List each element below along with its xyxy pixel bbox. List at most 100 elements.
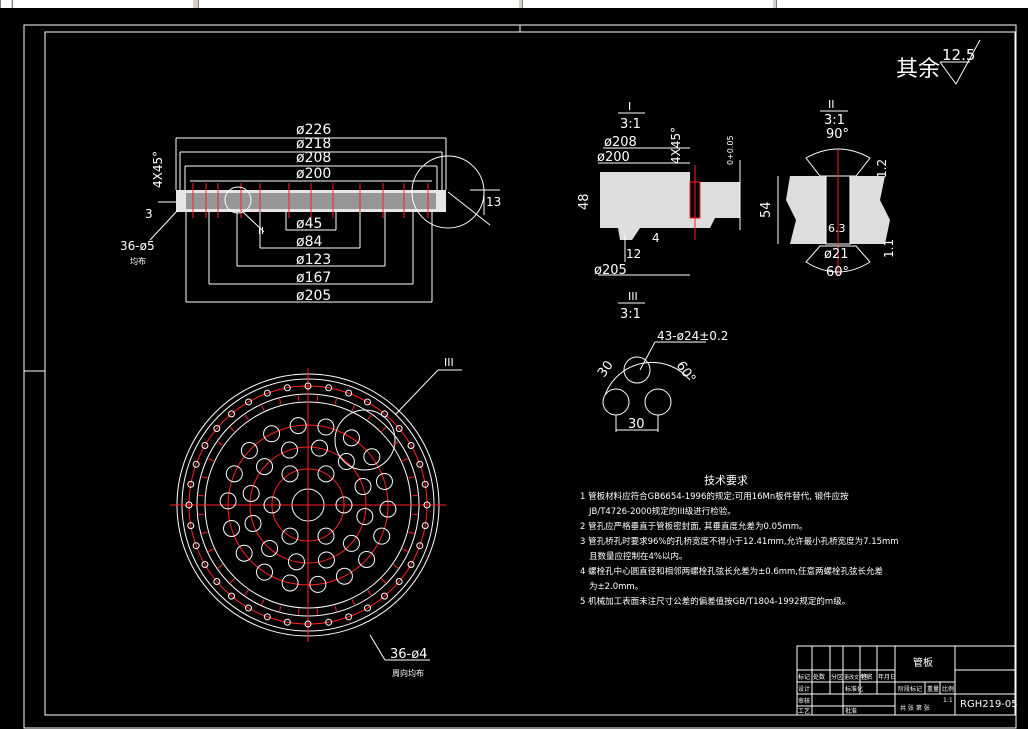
- tech-line-2: JB/T4726-2000规定的III级进行检验。: [588, 506, 736, 517]
- roughness-value: 12.5: [942, 46, 975, 64]
- II-dim-1.1: 1.1: [882, 239, 896, 258]
- plan-holes-sub: 周向均布: [392, 668, 424, 678]
- dim-167: ø167: [296, 270, 331, 286]
- part-name: 管板: [913, 656, 933, 669]
- edge-tick: [217, 564, 224, 569]
- III-holes-note: 43-ø24±0.2: [657, 329, 728, 343]
- edge-tick: [402, 548, 408, 552]
- tube-hole: [223, 519, 241, 537]
- tube-hole: [281, 574, 299, 592]
- tb-mark: 标记: [798, 673, 810, 681]
- tb-count: 处数: [813, 673, 825, 681]
- tech-line-1: 1 管板材料应符合GB6654-1996的规定;可用16Mn板件替代, 锻件应按: [580, 491, 849, 502]
- tube-hole: [311, 439, 329, 457]
- dim-200: ø200: [296, 166, 331, 182]
- III-angle-60: 60°: [673, 359, 699, 386]
- bolt-hole: [245, 398, 252, 406]
- section-I: I 3:1 ø208 ø200 4X45° 48 ø205 12 4 0+0.0…: [577, 100, 741, 278]
- tech-requirements: 技术要求 1 管板材料应符合GB6654-1996的规定;可用16Mn板件替代,…: [580, 474, 899, 607]
- tube-hole: [379, 500, 397, 518]
- bolt-hole: [345, 613, 353, 621]
- edge-tick: [201, 476, 208, 479]
- bolt-hole: [395, 425, 403, 433]
- tb-sign: 签名: [861, 673, 873, 681]
- bolt-hole: [325, 384, 333, 392]
- bolt-hole: [364, 604, 371, 612]
- tb-scale: 1:1: [943, 697, 953, 704]
- edge-tick: [198, 513, 205, 516]
- bolt-hole: [245, 604, 252, 612]
- holes-sub: 均布: [130, 256, 146, 266]
- edge-tick: [208, 458, 214, 462]
- section-II-roman: II: [828, 98, 835, 111]
- bolt-hole: [345, 389, 353, 397]
- bolt-hole: [407, 561, 415, 568]
- edge-tick: [381, 426, 387, 432]
- right-dim: 13: [486, 195, 501, 209]
- edge-tick: [229, 578, 235, 584]
- tube-hole: [244, 514, 262, 532]
- edge-tick: [244, 414, 249, 421]
- tube-hole: [281, 465, 299, 483]
- edge-tick: [402, 458, 408, 462]
- tube-hole: [240, 442, 258, 460]
- bolt-hole: [416, 460, 424, 468]
- edge-tick: [297, 608, 300, 615]
- top-section-view: ø226 ø218 ø208 ø200 ø45 ø84 ø123 ø167 ø2…: [120, 122, 501, 304]
- edge-tick: [334, 398, 337, 405]
- I-dim-208: ø208: [604, 135, 637, 150]
- tube-hole: [354, 478, 372, 496]
- I-dim-48: 48: [577, 193, 592, 210]
- tube-hole: [242, 484, 260, 502]
- tb-date: 年月日: [878, 673, 896, 681]
- edge-tick: [392, 441, 399, 446]
- bolt-hole: [364, 398, 371, 406]
- III-dim-30a: 30: [595, 358, 617, 380]
- tube-hole: [256, 458, 274, 476]
- tube-hole: [261, 539, 279, 557]
- II-dim-1.2: 1.2: [875, 159, 889, 178]
- tb-stage: 阶段标记: [898, 685, 922, 693]
- bolt-hole: [421, 480, 429, 488]
- tube-hole: [335, 567, 353, 585]
- dim-205: ø205: [296, 288, 331, 304]
- bolt-hole: [304, 382, 312, 390]
- bolt-hole: [304, 620, 312, 628]
- tube-hole: [356, 508, 374, 526]
- tube-hole: [317, 527, 335, 545]
- dim-123: ø123: [296, 252, 331, 268]
- tube-hole: [287, 553, 305, 571]
- I-dim-12: 12: [626, 247, 641, 261]
- tube-hole: [263, 425, 281, 443]
- section-III-roman: III: [628, 290, 638, 303]
- surface-roughness: 其余 12.5: [896, 39, 981, 85]
- bolt-hole: [263, 389, 271, 397]
- dim-84: ø84: [296, 234, 322, 250]
- edge-tick: [367, 414, 372, 421]
- bolt-hole: [192, 542, 200, 550]
- edge-tick: [217, 441, 224, 446]
- tube-hole: [358, 550, 376, 568]
- edge-tick: [381, 578, 387, 584]
- I-dim-4: 4: [652, 231, 660, 245]
- bolt-hole: [395, 577, 403, 585]
- bolt-hole: [263, 613, 271, 621]
- bolt-hole: [416, 542, 424, 550]
- tech-line-3: 2 管孔应严格垂直于管板密封面, 其垂直度允差为0.05mm。: [580, 521, 808, 532]
- bolt-hole: [380, 592, 388, 600]
- dim-45: ø45: [296, 216, 322, 232]
- tube-hole: [281, 527, 299, 545]
- drawing-number: RGH219-05: [960, 699, 1018, 710]
- section-I-roman: I: [628, 100, 631, 113]
- edge-tick: [279, 398, 282, 405]
- tube-hole: [317, 551, 335, 569]
- II-angle-90: 90°: [826, 127, 849, 142]
- window-toolbar: [0, 0, 1028, 8]
- edge-tick: [411, 494, 418, 497]
- edge-tick: [208, 548, 214, 552]
- bolt-hole: [213, 577, 221, 585]
- edge-tick: [244, 589, 249, 596]
- plan-callout: III: [444, 356, 454, 369]
- tube-hole: [219, 492, 237, 510]
- tech-line-8: 5 机械加工表面未注尺寸公差的偏差值按GB/T1804-1992规定的m级。: [580, 596, 850, 607]
